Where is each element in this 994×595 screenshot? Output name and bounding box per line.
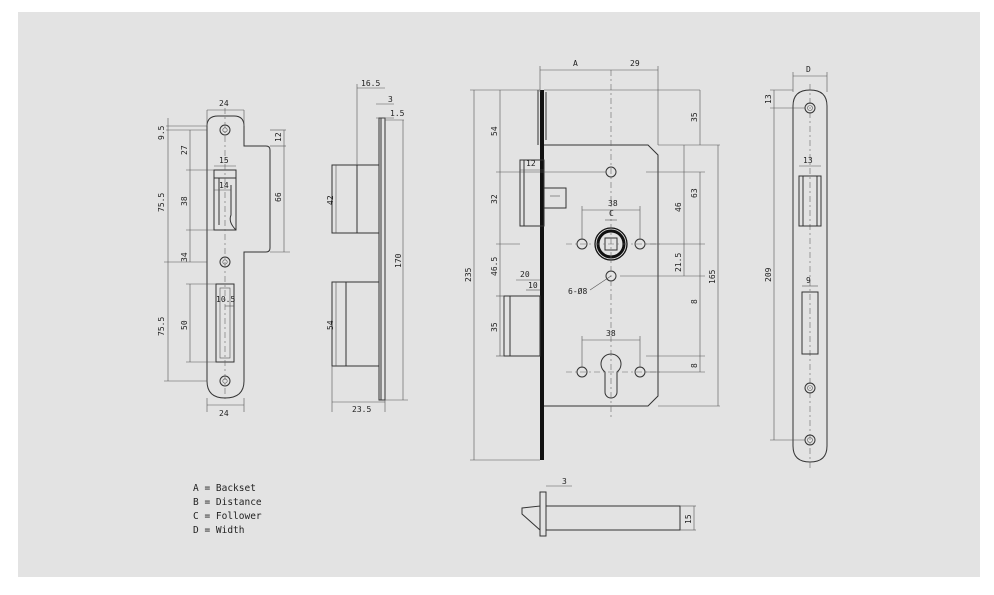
bolt-slot-width-label: 10.5 [216, 295, 235, 304]
body-dim-8-b-label: 8 [690, 363, 699, 368]
dim-27-label: 27 [180, 145, 189, 155]
side-dim-23-5-label: 23.5 [352, 405, 371, 414]
dim-75-5-bottom-label: 75.5 [157, 317, 166, 336]
bolt-dim-15-label: 15 [684, 514, 693, 524]
forend-top-edge [537, 90, 547, 145]
strike-bottom-width-label: 24 [219, 409, 229, 418]
dim-9-5-label: 9.5 [157, 125, 166, 140]
latch-inner-width-label: 14 [219, 181, 229, 190]
body-dim-35-top-label: 35 [690, 112, 699, 122]
strike-side-view: 16.5 3 1.5 42 170 54 23.5 [326, 79, 408, 414]
dim-38-label: 38 [180, 196, 189, 206]
body-dim-10-label: 10 [528, 281, 538, 290]
lock-case-outline [544, 144, 659, 407]
bolt-dim-3-label: 3 [562, 477, 567, 486]
strike-top-width-label: 24 [219, 99, 229, 108]
side-dim-3-label: 3 [388, 95, 393, 104]
legend-item-b: B = Distance [193, 497, 262, 508]
body-dim-54-label: 54 [490, 126, 499, 136]
dim-50-label: 50 [180, 320, 189, 330]
body-dim-38-top-label: 38 [608, 199, 618, 208]
lock-forend-bar [540, 90, 544, 460]
body-dim-63-label: 63 [690, 188, 699, 198]
legend: A = Backset B = Distance C = Follower D … [193, 483, 262, 536]
body-dim-21-5-label: 21.5 [674, 253, 683, 272]
side-dim-54-label: 54 [326, 320, 335, 330]
body-dim-46-5-label: 46.5 [490, 257, 499, 276]
lock-body-view: A 29 12 38 C 20 10 6-Ø8 38 235 54 32 46.… [464, 59, 720, 461]
faceplate-bolt-window [801, 291, 819, 355]
bolt-detail-view: 3 15 [521, 477, 696, 537]
body-dim-38-bottom-label: 38 [606, 329, 616, 338]
faceplate-hole-mid [804, 382, 816, 394]
body-dim-35-bolt-label: 35 [490, 322, 499, 332]
body-dim-235-label: 235 [464, 267, 473, 282]
latch-slot-width-label: 15 [219, 156, 229, 165]
strike-plate-view: 24 24 15 14 10.5 9.5 27 38 75.5 34 50 75… [157, 99, 290, 418]
dim-34-label: 34 [180, 252, 189, 262]
face-dim-209-label: 209 [764, 267, 773, 282]
face-dim-13-top-label: 13 [764, 94, 773, 104]
face-dim-13-latch-label: 13 [803, 156, 813, 165]
legend-item-d: D = Width [193, 525, 244, 536]
legend-item-c: C = Follower [193, 511, 262, 522]
faceplate-outline [792, 89, 828, 463]
body-dim-165-label: 165 [708, 269, 717, 284]
bolt-detail-outline [521, 491, 681, 537]
faceplate-latch-window [798, 175, 822, 227]
side-dim-42-label: 42 [326, 195, 335, 205]
strike-side-bolt-box [331, 281, 380, 367]
drawing-panel [18, 12, 980, 577]
face-dim-9-label: 9 [806, 276, 811, 285]
dim-66-label: 66 [274, 192, 283, 202]
body-dim-A-label: A [573, 59, 578, 68]
bolt-slot-inner [219, 287, 231, 359]
dim-12-label: 12 [274, 132, 283, 142]
side-dim-170-label: 170 [394, 253, 403, 268]
latch-tongue [519, 159, 545, 227]
strike-side-latch-box [331, 164, 380, 234]
face-dim-D-label: D [806, 65, 811, 74]
latch-stub [543, 187, 567, 209]
euro-cylinder-cutout [600, 353, 622, 399]
body-dim-8-a-label: 8 [690, 299, 699, 304]
body-holes-label: 6-Ø8 [568, 286, 587, 296]
latch-slot-curve [229, 185, 237, 231]
body-dim-C-label: C [609, 209, 614, 218]
side-dim-16-5-label: 16.5 [361, 79, 380, 88]
body-dim-32-label: 32 [490, 194, 499, 204]
body-dim-20-label: 20 [520, 270, 530, 279]
body-dim-46-label: 46 [674, 202, 683, 212]
body-dim-29-label: 29 [630, 59, 640, 68]
faceplate-view: D 13 9 13 209 [764, 65, 828, 470]
dim-75-5-top-label: 75.5 [157, 193, 166, 212]
deadbolt [503, 295, 541, 357]
legend-item-a: A = Backset [193, 483, 256, 494]
side-dim-1-5-label: 1.5 [390, 109, 405, 118]
body-dim-12-label: 12 [526, 159, 536, 168]
